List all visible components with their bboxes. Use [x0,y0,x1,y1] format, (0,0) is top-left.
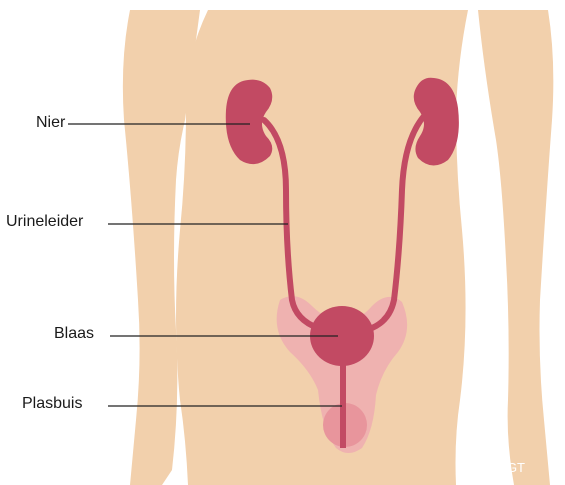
kidney-label: Nier [36,114,65,132]
urethra [340,360,346,448]
bladder-label: Blaas [54,325,94,343]
ureter-label: Urineleider [6,213,83,231]
copyright-credit: ©ZGT [489,460,525,475]
urethra-label: Plasbuis [22,395,82,413]
right-arm [478,10,553,485]
